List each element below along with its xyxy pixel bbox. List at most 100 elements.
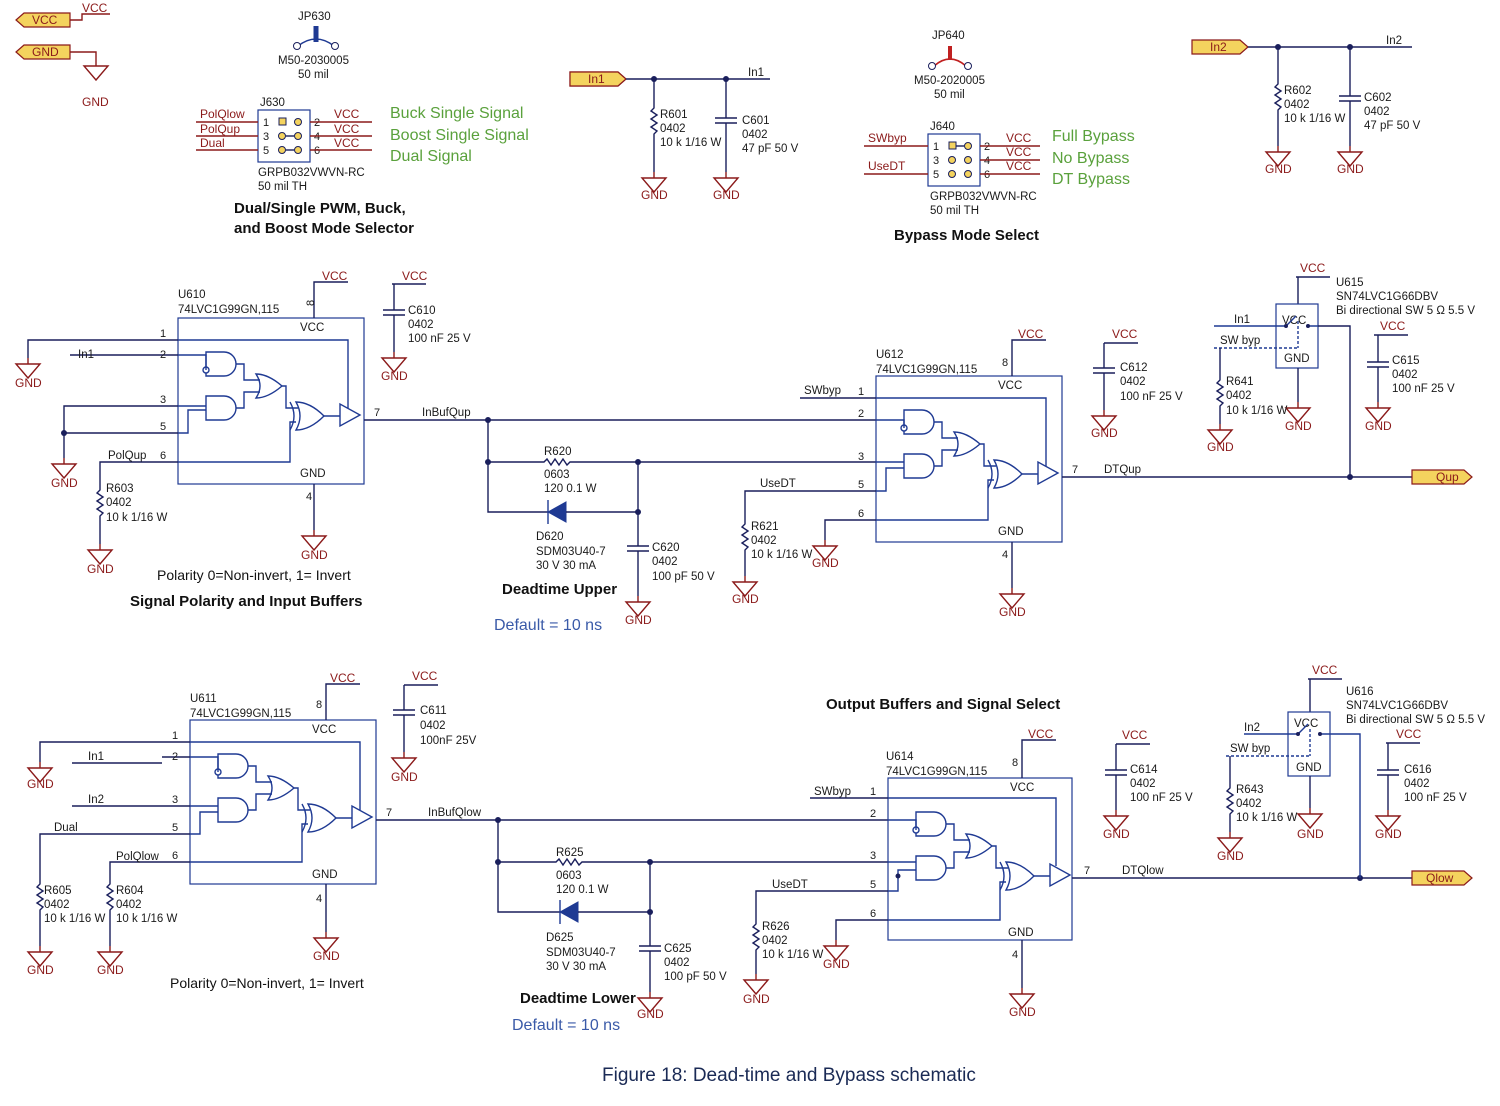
svg-text:C616: C616 xyxy=(1404,764,1432,776)
svg-text:PolQup: PolQup xyxy=(108,450,146,462)
svg-text:VCC: VCC xyxy=(1010,782,1034,794)
svg-text:8: 8 xyxy=(1012,757,1018,769)
svg-text:InBufQlow: InBufQlow xyxy=(428,807,482,819)
svg-text:VCC: VCC xyxy=(334,107,360,121)
svg-text:0402: 0402 xyxy=(1130,778,1156,790)
svg-text:100 nF 25 V: 100 nF 25 V xyxy=(1404,792,1467,804)
ic-u616: VCC VCC GND In2 SW byp GND GND R643 0402… xyxy=(1217,663,1485,878)
svg-text:10 k 1/16 W: 10 k 1/16 W xyxy=(751,549,813,561)
svg-text:C612: C612 xyxy=(1120,362,1148,374)
svg-text:GND: GND xyxy=(1265,162,1292,176)
svg-text:M50-2030005: M50-2030005 xyxy=(278,55,349,67)
svg-text:In1: In1 xyxy=(78,349,94,361)
svg-text:R643: R643 xyxy=(1236,784,1264,796)
cap-c611: VCC GND C611 0402 100nF 25V xyxy=(391,669,477,784)
svg-text:1: 1 xyxy=(263,117,269,129)
svg-text:3: 3 xyxy=(263,131,269,143)
svg-text:VCC: VCC xyxy=(300,322,324,334)
svg-text:120 0.1 W: 120 0.1 W xyxy=(556,884,609,896)
svg-text:VCC: VCC xyxy=(1006,159,1032,173)
svg-text:0402: 0402 xyxy=(660,123,686,135)
svg-text:GND: GND xyxy=(812,556,839,570)
svg-text:10 k 1/16 W: 10 k 1/16 W xyxy=(106,512,168,524)
svg-text:Dual: Dual xyxy=(54,822,78,834)
svg-text:2: 2 xyxy=(858,408,864,420)
svg-text:1: 1 xyxy=(172,730,178,742)
svg-text:C625: C625 xyxy=(664,943,692,955)
svg-text:VCC: VCC xyxy=(1006,131,1032,145)
svg-text:4: 4 xyxy=(1002,549,1008,561)
svg-text:J630: J630 xyxy=(260,97,285,109)
svg-text:7: 7 xyxy=(374,407,380,419)
svg-text:100 nF 25 V: 100 nF 25 V xyxy=(1130,792,1193,804)
svg-text:4: 4 xyxy=(1012,949,1018,961)
svg-text:1: 1 xyxy=(858,386,864,398)
svg-text:6: 6 xyxy=(870,908,876,920)
svg-text:GND: GND xyxy=(743,992,770,1006)
svg-text:VCC: VCC xyxy=(1312,663,1338,677)
svg-text:In1: In1 xyxy=(1234,314,1250,326)
svg-text:8: 8 xyxy=(316,699,322,711)
svg-text:Dual: Dual xyxy=(200,136,225,150)
svg-text:0402: 0402 xyxy=(106,497,132,509)
svg-text:GND: GND xyxy=(300,468,326,480)
cap-c612: VCC GND C612 0402 100 nF 25 V xyxy=(1091,327,1183,440)
svg-text:GND: GND xyxy=(1009,1005,1036,1019)
svg-text:SN74LVC1G66DBV: SN74LVC1G66DBV xyxy=(1346,700,1448,712)
svg-text:GND: GND xyxy=(391,770,418,784)
svg-text:5: 5 xyxy=(172,822,178,834)
svg-text:0402: 0402 xyxy=(1392,369,1418,381)
svg-text:0402: 0402 xyxy=(44,899,70,911)
svg-text:C602: C602 xyxy=(1364,92,1392,104)
svg-text:R626: R626 xyxy=(762,921,790,933)
svg-text:U610: U610 xyxy=(178,289,206,301)
svg-text:0402: 0402 xyxy=(116,899,142,911)
svg-text:GND: GND xyxy=(27,777,54,791)
svg-text:GND: GND xyxy=(1337,162,1364,176)
svg-text:5: 5 xyxy=(870,879,876,891)
svg-text:2: 2 xyxy=(314,117,320,129)
cap-c616: VCC GND C616 0402 100 nF 25 V xyxy=(1375,727,1467,841)
svg-text:GND: GND xyxy=(1091,426,1118,440)
svg-text:100 nF 25 V: 100 nF 25 V xyxy=(408,333,471,345)
cap-c614: VCC GND C614 0402 100 nF 25 V xyxy=(1103,728,1193,841)
svg-text:GND: GND xyxy=(51,476,78,490)
svg-text:VCC: VCC xyxy=(1300,261,1326,275)
ic-u612: U612 74LVC1G99GN,115 VCC GND 1 2 3 5 6 S… xyxy=(732,327,1473,619)
svg-text:Full Bypass: Full Bypass xyxy=(1052,128,1135,145)
svg-text:7: 7 xyxy=(1084,865,1090,877)
svg-text:1: 1 xyxy=(933,141,939,153)
svg-text:U612: U612 xyxy=(876,349,904,361)
svg-text:0402: 0402 xyxy=(742,129,768,141)
ic-u614: U614 74LVC1G99GN,115 VCC GND 1 2 3 5 6 S… xyxy=(743,727,1473,1019)
svg-text:C614: C614 xyxy=(1130,764,1158,776)
svg-text:5: 5 xyxy=(263,145,269,157)
svg-text:2: 2 xyxy=(172,751,178,763)
svg-text:Dual Signal: Dual Signal xyxy=(390,148,472,165)
svg-text:50 mil: 50 mil xyxy=(298,69,329,81)
svg-text:PolQlow: PolQlow xyxy=(116,851,160,863)
polarity-title: Signal Polarity and Input Buffers xyxy=(130,593,363,610)
cap-c615: VCC GND C615 0402 100 nF 25 V xyxy=(1365,319,1455,433)
svg-text:6: 6 xyxy=(984,169,990,181)
polarity-note-lower: Polarity 0=Non-invert, 1= Invert xyxy=(170,975,364,991)
svg-text:4: 4 xyxy=(306,491,312,503)
svg-text:3: 3 xyxy=(172,794,178,806)
svg-text:UseDT: UseDT xyxy=(868,159,906,173)
jumper-jp630: JP630 M50-2030005 50 mil xyxy=(278,11,349,81)
svg-text:0402: 0402 xyxy=(1120,376,1146,388)
svg-text:1: 1 xyxy=(870,786,876,798)
svg-text:No Bypass: No Bypass xyxy=(1052,150,1129,167)
svg-text:Bi directional SW 5 Ω 5.5 V: Bi directional SW 5 Ω 5.5 V xyxy=(1346,714,1485,726)
svg-text:R602: R602 xyxy=(1284,85,1312,97)
svg-text:2: 2 xyxy=(870,808,876,820)
svg-text:100 pF 50 V: 100 pF 50 V xyxy=(652,571,715,583)
svg-text:VCC: VCC xyxy=(1028,727,1054,741)
polarity-note: Polarity 0=Non-invert, 1= Invert xyxy=(157,567,351,583)
svg-text:0603: 0603 xyxy=(556,870,582,882)
svg-text:10 k 1/16 W: 10 k 1/16 W xyxy=(1226,405,1288,417)
svg-text:SW byp: SW byp xyxy=(1220,335,1260,347)
mode-selector-title: Dual/Single PWM, Buck, xyxy=(234,200,406,217)
svg-text:SWbyp: SWbyp xyxy=(814,786,851,798)
svg-text:74LVC1G99GN,115: 74LVC1G99GN,115 xyxy=(190,708,291,720)
